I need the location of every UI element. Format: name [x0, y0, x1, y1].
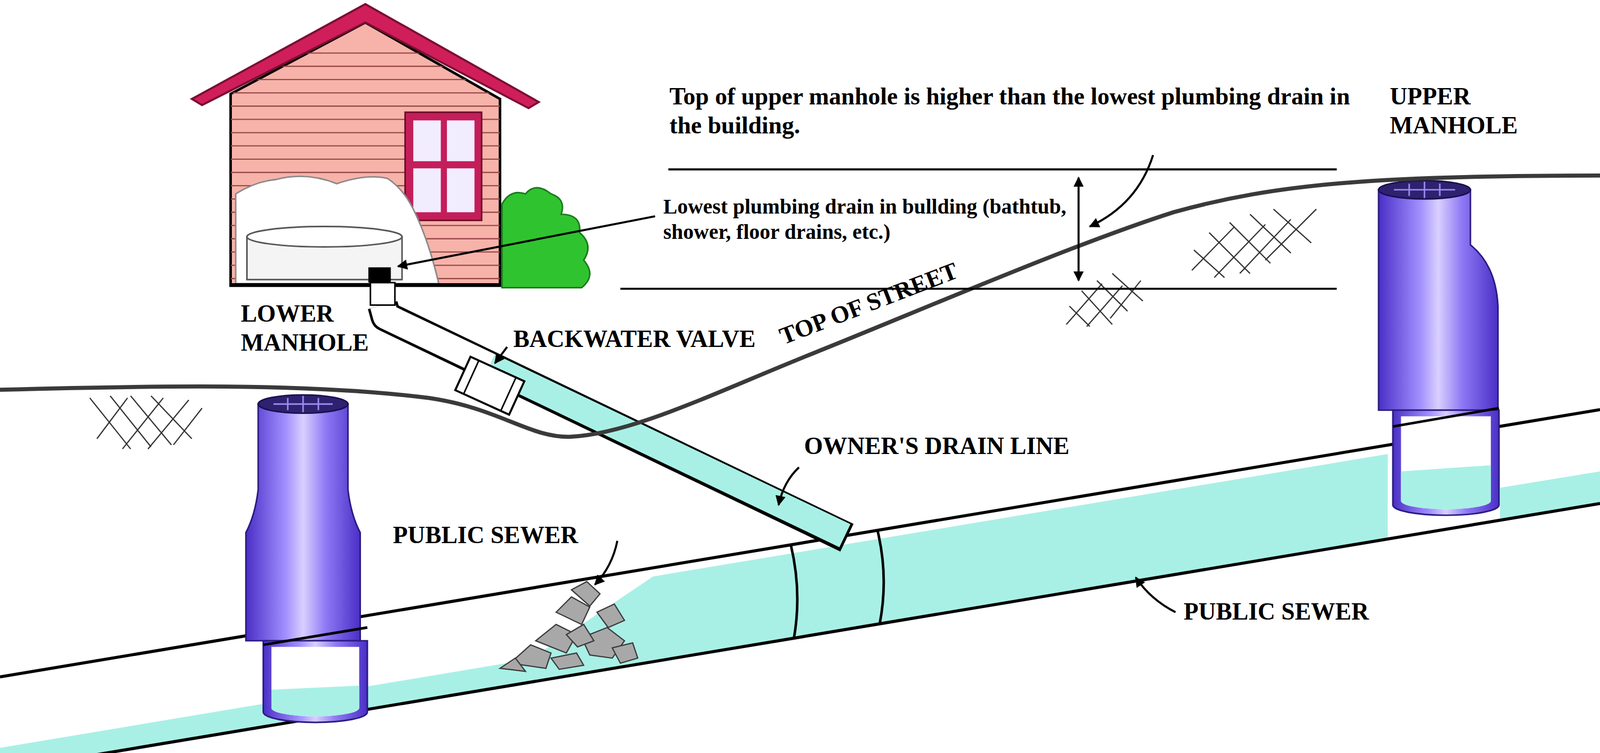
house	[405, 112, 482, 221]
house	[191, 4, 539, 306]
soil-hatch	[1066, 273, 1143, 327]
part-label: LOWER MANHOLE	[240, 298, 384, 357]
sewer-pipe	[0, 409, 1600, 753]
note-text: Lowest plumbing drain in bullding (batht…	[663, 193, 1067, 245]
leader-lines	[494, 346, 507, 364]
upper-manhole	[1378, 180, 1471, 199]
rock-blockage	[500, 581, 638, 671]
rock-blockage	[597, 603, 625, 628]
rock-blockage	[566, 623, 594, 647]
backwater-valve	[463, 360, 516, 411]
upper-manhole	[1392, 410, 1499, 515]
owner-drain-pipe	[382, 305, 490, 366]
sewer-pipe	[0, 409, 1600, 753]
street-surface	[0, 175, 1600, 437]
leader-lines	[778, 466, 799, 505]
street-label: TOP OF STREET	[775, 256, 962, 351]
upper-manhole	[1393, 181, 1456, 198]
upper-manhole	[1400, 464, 1491, 509]
leader-lines	[397, 216, 656, 267]
upper-manhole	[1378, 180, 1499, 515]
house	[247, 226, 403, 248]
rock-blockage	[551, 652, 584, 669]
leader-lines	[620, 169, 1337, 289]
upper-manhole	[1378, 189, 1499, 411]
house	[368, 267, 392, 283]
lower-manhole	[271, 685, 360, 716]
house	[413, 168, 441, 212]
leader-lines	[1089, 154, 1154, 227]
rock-blockage	[612, 642, 638, 663]
lower-manhole	[263, 640, 368, 723]
lower-manhole	[246, 403, 361, 641]
lower-manhole	[258, 394, 348, 414]
part-label: BACKWATER VALVE	[513, 324, 756, 354]
owner-drain-pipe	[489, 365, 845, 536]
house	[230, 283, 501, 287]
owner-drain-pipe	[382, 305, 847, 538]
lower-manhole	[271, 646, 360, 717]
house	[446, 168, 475, 212]
leader-lines	[1135, 577, 1176, 612]
part-label: PUBLIC SEWER	[392, 520, 578, 550]
house	[446, 120, 475, 161]
house	[235, 176, 439, 284]
house	[370, 282, 395, 306]
upper-manhole	[1400, 415, 1491, 509]
lower-manhole	[263, 627, 368, 645]
leader-lines	[1077, 177, 1080, 281]
leader-lines	[594, 540, 618, 585]
part-label: UPPER MANHOLE	[1389, 81, 1543, 140]
sewer-pipe	[0, 409, 1600, 753]
part-label: PUBLIC SEWER	[1183, 596, 1369, 626]
part-label: OWNER'S DRAIN LINE	[804, 431, 1070, 461]
lower-manhole	[273, 395, 333, 413]
house	[230, 53, 501, 279]
owner-drain-pipe	[382, 305, 847, 538]
lower-manhole	[246, 394, 368, 723]
soil-hatch	[89, 395, 202, 450]
house	[413, 120, 441, 161]
rock-blockage	[500, 657, 526, 671]
upper-manhole	[1392, 407, 1499, 427]
house	[191, 4, 539, 109]
note-text: Top of upper manhole is higher than the …	[669, 81, 1374, 140]
soil-hatch	[1192, 209, 1317, 278]
